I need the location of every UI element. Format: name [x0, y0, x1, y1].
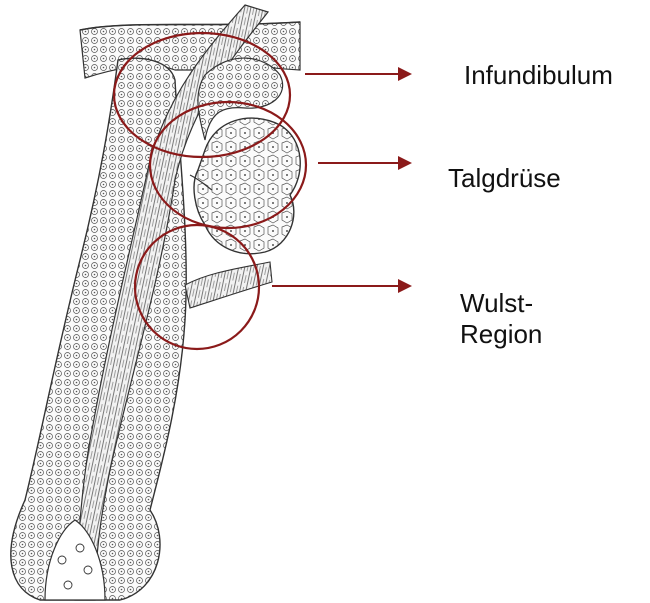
- talgdruse-arrow: [318, 156, 412, 170]
- infundibulum-arrow: [305, 67, 412, 81]
- infundibulum-label: Infundibulum: [464, 60, 613, 91]
- wulst-region-label: Wulst- Region: [460, 288, 542, 350]
- talgdruse-label: Talgdrüse: [448, 163, 561, 194]
- wulst-arrow: [272, 279, 412, 293]
- sebaceous-gland: [190, 118, 300, 254]
